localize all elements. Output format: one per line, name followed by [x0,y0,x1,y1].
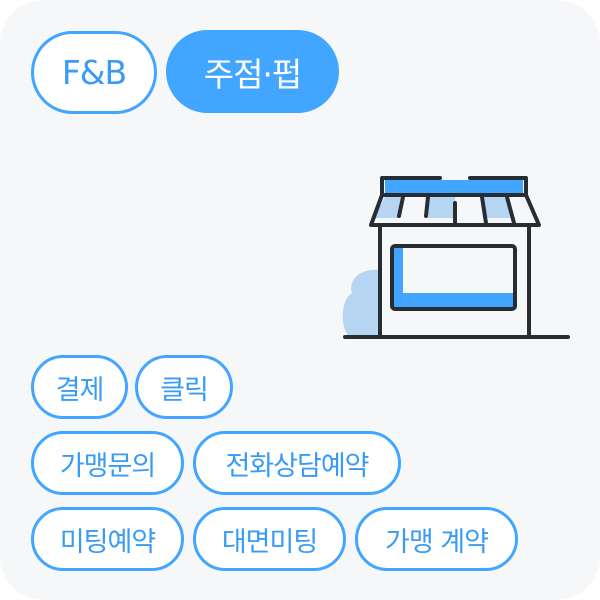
event-tag-click[interactable]: 클릭 [135,355,233,419]
event-tag-in-person-meeting[interactable]: 대면미팅 [193,507,346,571]
event-tag-label: 클릭 [160,374,209,406]
category-tag-pub[interactable]: 주점·펍 [166,30,339,113]
event-tag-phone-consult[interactable]: 전화상담예약 [193,431,401,495]
event-tag-label: 가맹문의 [59,450,156,482]
event-tag-label: 결제 [55,374,105,406]
event-tag-franchise-contract[interactable]: 가맹 계약 [355,507,518,571]
category-tag-fnb[interactable]: F&B [31,31,157,114]
event-tag-label: 가맹 계약 [385,526,489,558]
event-tag-label: 미팅예약 [59,526,156,558]
event-tag-label: 대면미팅 [221,526,318,558]
category-tag-label: F&B [61,53,127,92]
event-tag-franchise-inquiry[interactable]: 가맹문의 [31,431,184,495]
category-tag-label: 주점·펍 [203,54,303,94]
event-tag-meeting-booking[interactable]: 미팅예약 [31,507,184,571]
event-tag-label: 전화상담예약 [225,450,369,482]
event-tag-payment[interactable]: 결제 [31,355,128,419]
